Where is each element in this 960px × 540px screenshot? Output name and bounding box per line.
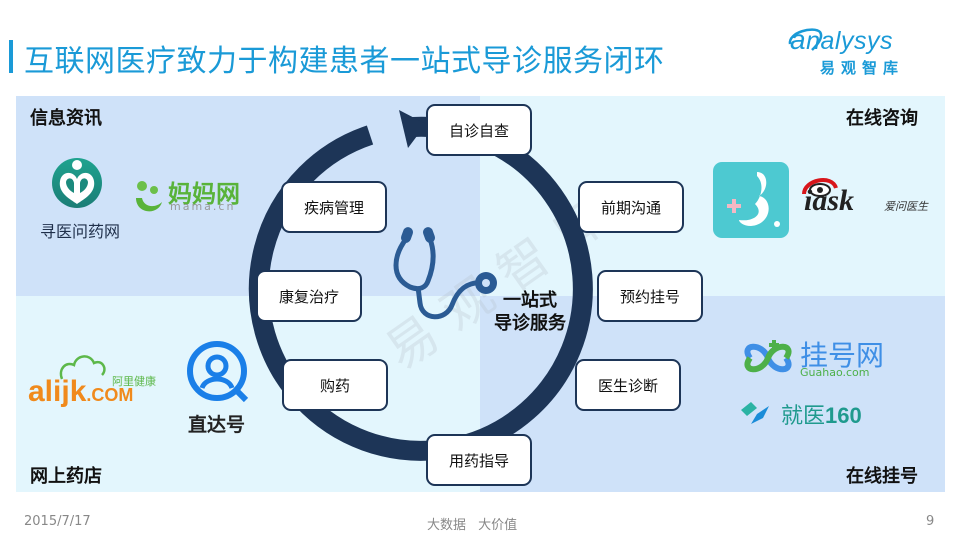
logo-swoosh-icon (788, 28, 823, 51)
footer-date: 2015/7/17 (24, 514, 91, 529)
mama-logo-sub: mama.cn (170, 200, 236, 213)
xywy-logo-icon (52, 158, 102, 208)
sina-eye-icon (802, 178, 838, 197)
logo-letter-a: a (790, 24, 807, 55)
jiuyi160-logo-text: 就医160 (781, 398, 862, 430)
haodf-logo-icon (727, 172, 780, 227)
analysys-logo: analysys 易观智库 (788, 24, 940, 84)
step-doctor-diagnosis: 医生诊断 (575, 359, 681, 411)
iask-logo-text: iask (804, 184, 855, 217)
guahao-logo-icon (744, 340, 792, 373)
brand-guahao: 挂号网 Guahao.com (740, 338, 884, 382)
alijk-cloud-icon (59, 355, 106, 380)
title-accent-bar (9, 40, 13, 73)
step-buy-medicine: 购药 (282, 359, 388, 411)
logo-cn-text: 易观智库 (820, 59, 905, 77)
logo-word-rest: nalysys (806, 27, 893, 55)
brand-zhidahao-caption: 直达号 (188, 414, 246, 436)
jiuyi160-cn: 就医 (781, 404, 826, 429)
iask-logo-sub: 爱问医生 (884, 200, 928, 213)
logo-wordmark: analysys (790, 24, 893, 56)
cycle-center-label: 一站式 导诊服务 (494, 289, 566, 335)
alijk-sub: 阿里健康 (112, 375, 156, 388)
brand-haodf (713, 162, 789, 238)
guahao-logo-sub: Guahao.com (800, 366, 870, 379)
center-line-2: 导诊服务 (494, 313, 566, 334)
page-number: 9 (926, 514, 935, 529)
slide-title: 互联网医疗致力于构建患者一站式导诊服务闭环 (24, 44, 665, 79)
mama-logo-icon (136, 181, 162, 212)
label-info: 信息资讯 (30, 108, 102, 129)
zhidahao-logo-icon (187, 341, 249, 403)
jiuyi160-num: 160 (825, 403, 862, 428)
step-disease-management: 疾病管理 (281, 181, 387, 233)
alijk-suffix: .COM (86, 385, 134, 405)
step-medication-guidance: 用药指导 (426, 434, 532, 486)
step-self-diagnosis: 自诊自查 (426, 104, 532, 156)
brand-xywy-caption: 寻医问药网 (40, 222, 121, 241)
label-pharmacy: 网上药店 (30, 466, 102, 487)
brand-mama: 妈妈网 mama.cn (132, 178, 240, 220)
step-appointment: 预约挂号 (597, 270, 703, 322)
brand-xywy (52, 155, 102, 215)
stethoscope-icon (393, 227, 497, 320)
mama-logo-text: 妈妈网 (168, 180, 240, 208)
footer-slogan: 大数据 大价值 (427, 518, 518, 533)
alijk-name: alijk (28, 375, 87, 408)
center-line-1: 一站式 (503, 290, 557, 311)
guahao-logo-text: 挂号网 (800, 339, 885, 372)
step-pre-consultation: 前期沟通 (578, 181, 684, 233)
label-registration: 在线挂号 (846, 466, 918, 487)
label-consult: 在线咨询 (846, 108, 918, 129)
brand-iask: iask 爱问医生 (800, 170, 928, 217)
brand-91160: 就医160 (737, 398, 862, 432)
alijk-logo-text: alijk.COM (28, 375, 133, 409)
step-rehabilitation: 康复治疗 (256, 270, 362, 322)
jiuyi160-logo-icon (741, 402, 769, 424)
brand-zhidahao (186, 340, 252, 410)
